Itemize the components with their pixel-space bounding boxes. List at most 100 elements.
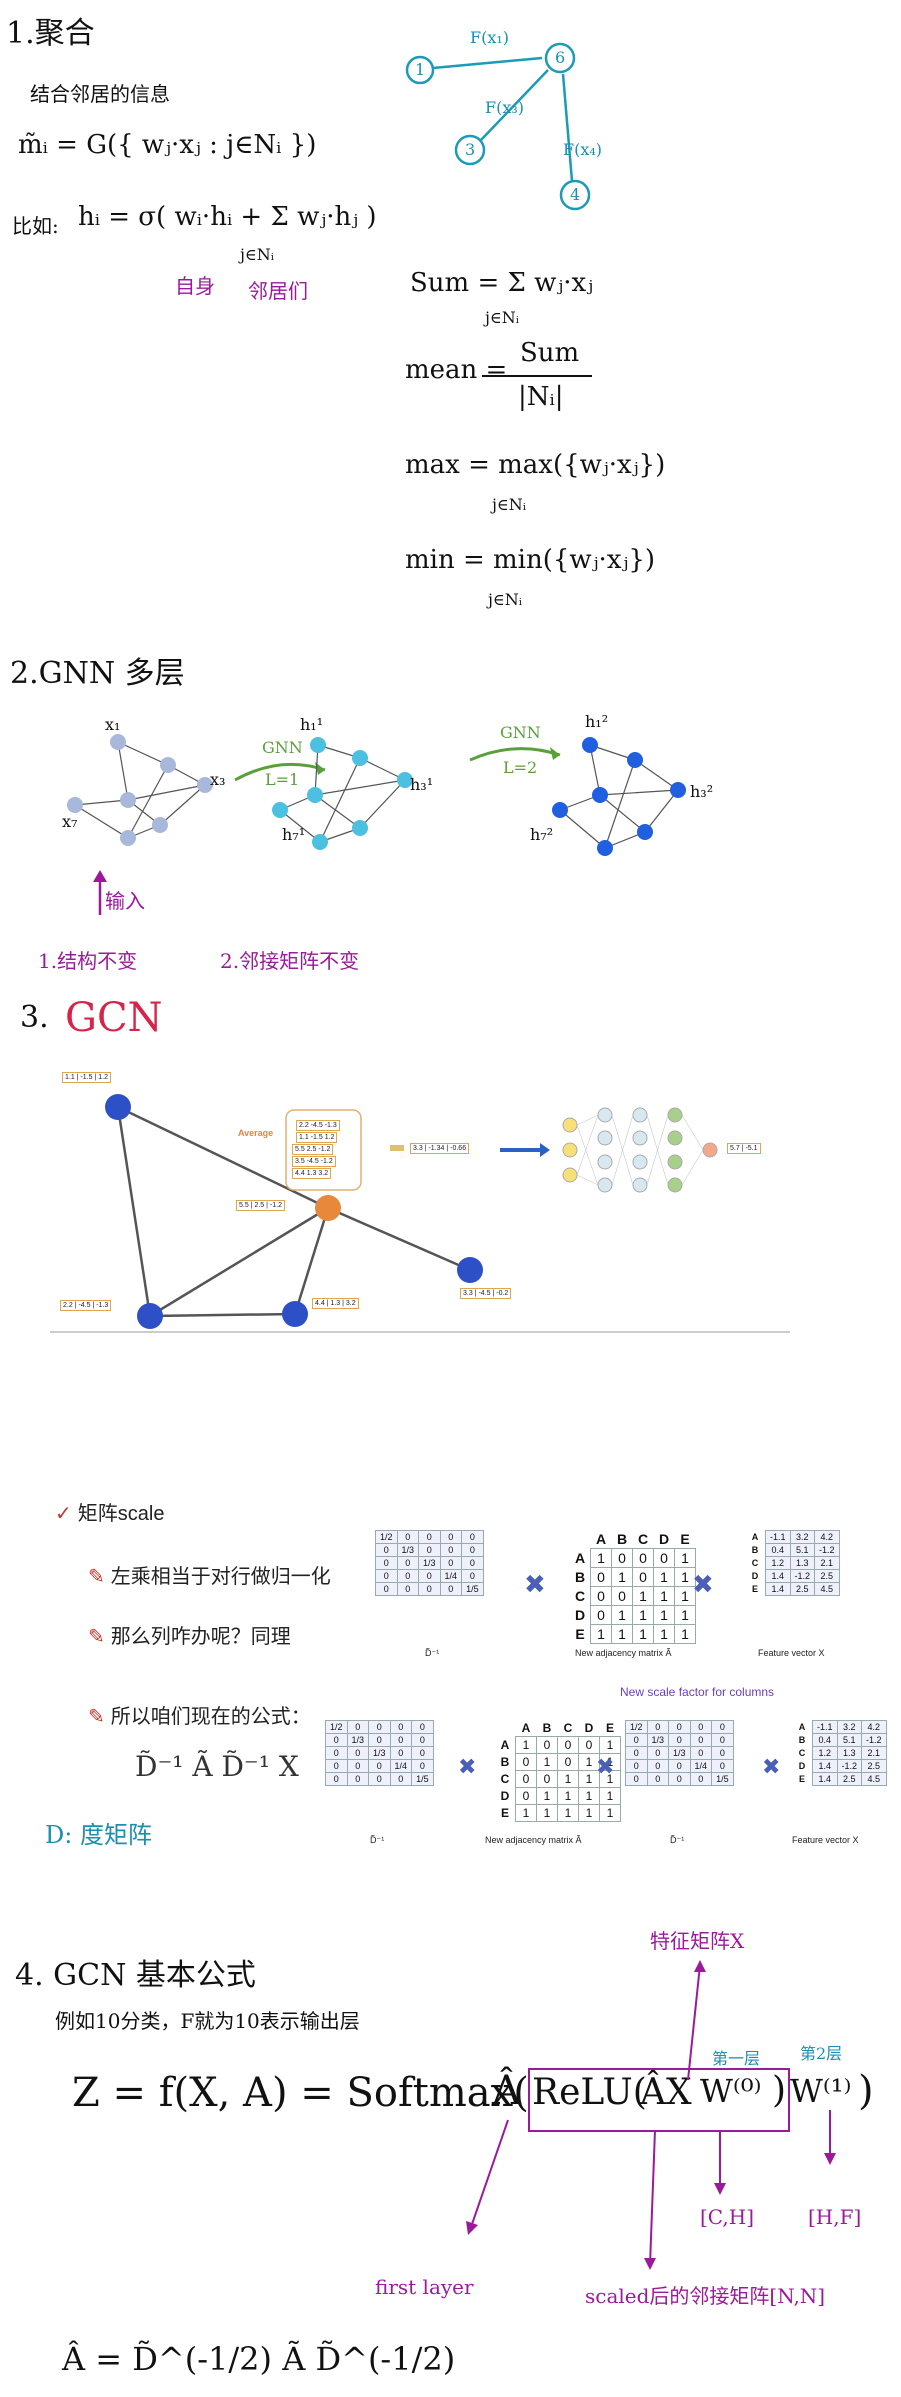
s3-vec-bl: 2.2 | -4.5 | -1.3 — [60, 1300, 112, 1311]
s2-input: 输入 — [105, 889, 145, 913]
matrix-cell: 0 — [625, 1733, 648, 1747]
s1-g-n1: 1 — [415, 60, 426, 79]
s3-vec-out: 3.3 | -1.34 | -0.66 — [410, 1143, 470, 1154]
matrix-cell: 1/3 — [646, 1733, 670, 1747]
matrix-cell: 1 — [578, 1770, 600, 1788]
matrix-cell: -1.1 — [765, 1530, 791, 1544]
s3-vec-avg1: 2.2 -4.5 -1.3 — [296, 1120, 340, 1131]
times-icon: ✖ — [458, 1755, 477, 1780]
matrix-cell: 0 — [389, 1720, 413, 1734]
s2-gnn1: GNN — [262, 738, 303, 757]
s3-va5-1: 1.3 — [306, 1170, 317, 1177]
s3-va3-1: 2.5 — [306, 1146, 317, 1153]
s4-w0: W⁽⁰⁾ — [700, 2072, 762, 2110]
matrix-cell: 0 — [368, 1759, 391, 1773]
s2-a-x3: x₃ — [210, 770, 226, 789]
matrix-cell: 0 — [389, 1772, 413, 1786]
matrix-cell: 0 — [711, 1733, 734, 1747]
s3-va4-0: 3.5 — [295, 1158, 305, 1165]
s1-sum-sub: j∈Nᵢ — [485, 308, 520, 327]
matrix-cell: 0.4 — [812, 1733, 838, 1747]
s3-vr-0: 3.3 — [463, 1290, 473, 1297]
scale-title-text: 矩阵scale — [77, 1503, 165, 1525]
s2-gnn2: GNN — [500, 723, 541, 742]
s3-vr-2: -0.2 — [496, 1290, 509, 1297]
s1-nbr-note: 邻居们 — [248, 279, 308, 303]
s3-va1-0: 2.2 — [299, 1122, 309, 1129]
s3-vec-right: 3.3 | -4.5 | -0.2 — [460, 1288, 512, 1299]
s3-va4-2: -1.2 — [320, 1158, 333, 1165]
s1-max: max = max({wⱼ·xⱼ}) — [405, 450, 666, 480]
matrix-cell: 0 — [346, 1759, 370, 1773]
s1-g-n6: 6 — [555, 48, 566, 67]
matrix-cell: 0 — [375, 1543, 398, 1557]
s1-mean-lbl: mean = — [405, 355, 508, 385]
s1-update-label: 比如: — [12, 214, 59, 238]
matrix-cell: 0 — [461, 1543, 484, 1557]
matrix-cell: 0 — [396, 1582, 420, 1596]
matrix-cell: -1.2 — [814, 1543, 840, 1557]
matrix-cell: 1/3 — [418, 1556, 441, 1570]
s3-vec-avg3: 5.5 2.5 -1.2 — [292, 1144, 334, 1155]
s4-close: ) — [772, 2070, 787, 2111]
matrix-cell: 0 — [346, 1772, 370, 1786]
s2-c-h1: h₁² — [585, 712, 609, 731]
matrix-cell: 0 — [646, 1720, 670, 1734]
s3-vo-1: -1.34 — [428, 1145, 445, 1152]
matrix-cell: 0 — [515, 1787, 537, 1805]
s3-vec-top: 1.1 | -1.5 | 1.2 — [62, 1072, 111, 1083]
s1-mean-den: |Nᵢ| — [518, 382, 564, 412]
dinv-label-top: D̃⁻¹ — [425, 1648, 440, 1658]
matrix-cell: 0 — [515, 1770, 537, 1788]
s4-first-layer: first layer — [375, 2275, 474, 2299]
s2-a-x1: x₁ — [105, 715, 121, 734]
matrix-cell: 1 — [599, 1753, 621, 1771]
s4-layer2: 第2层 — [800, 2044, 843, 2063]
s2-b-h7: h₇¹ — [282, 825, 306, 844]
matrix-cell: 0 — [461, 1569, 484, 1583]
matrix-cell: 1.4 — [812, 1772, 838, 1786]
s1-g-l2: F(x₃) — [485, 98, 525, 117]
s3-heading-gcn: GCN — [65, 995, 163, 1041]
s3-va2-0: 1.1 — [299, 1134, 309, 1141]
matrix-cell: 2.5 — [789, 1582, 816, 1596]
scale-screenshot: ✓矩阵scale ✎左乘相当于对行做归一化 ✎那么列咋办呢？同理 ✎所以咱们现在… — [40, 1480, 887, 1865]
s1-sub: 结合邻居的信息 — [30, 82, 170, 106]
s4-feat-note: 特征矩阵X — [650, 1929, 745, 1953]
matrix-cell: 1/4 — [689, 1759, 713, 1773]
matrix-cell: 0 — [461, 1556, 484, 1570]
matrix-cell: 1 — [590, 1624, 612, 1644]
matrix-cell: 2.5 — [836, 1772, 863, 1786]
matrix-cell: 0 — [668, 1733, 691, 1747]
matrix-cell: 1 — [599, 1787, 621, 1805]
s1-max-sub: j∈Nᵢ — [492, 495, 527, 514]
s1-update-sub: j∈Nᵢ — [240, 245, 275, 264]
matrix-cell: 0 — [711, 1759, 734, 1773]
scale-b1: ✎左乘相当于对行做归一化 — [88, 1560, 331, 1589]
matrix-cell: 1.4 — [765, 1569, 791, 1583]
matrix-cell: 4.5 — [861, 1772, 887, 1786]
feat-label-top: Feature vector X — [758, 1648, 825, 1658]
matrix-cell: 1 — [611, 1605, 633, 1625]
matrix-cell: 1 — [611, 1624, 633, 1644]
s4-a-hat: Â — [492, 2068, 521, 2114]
